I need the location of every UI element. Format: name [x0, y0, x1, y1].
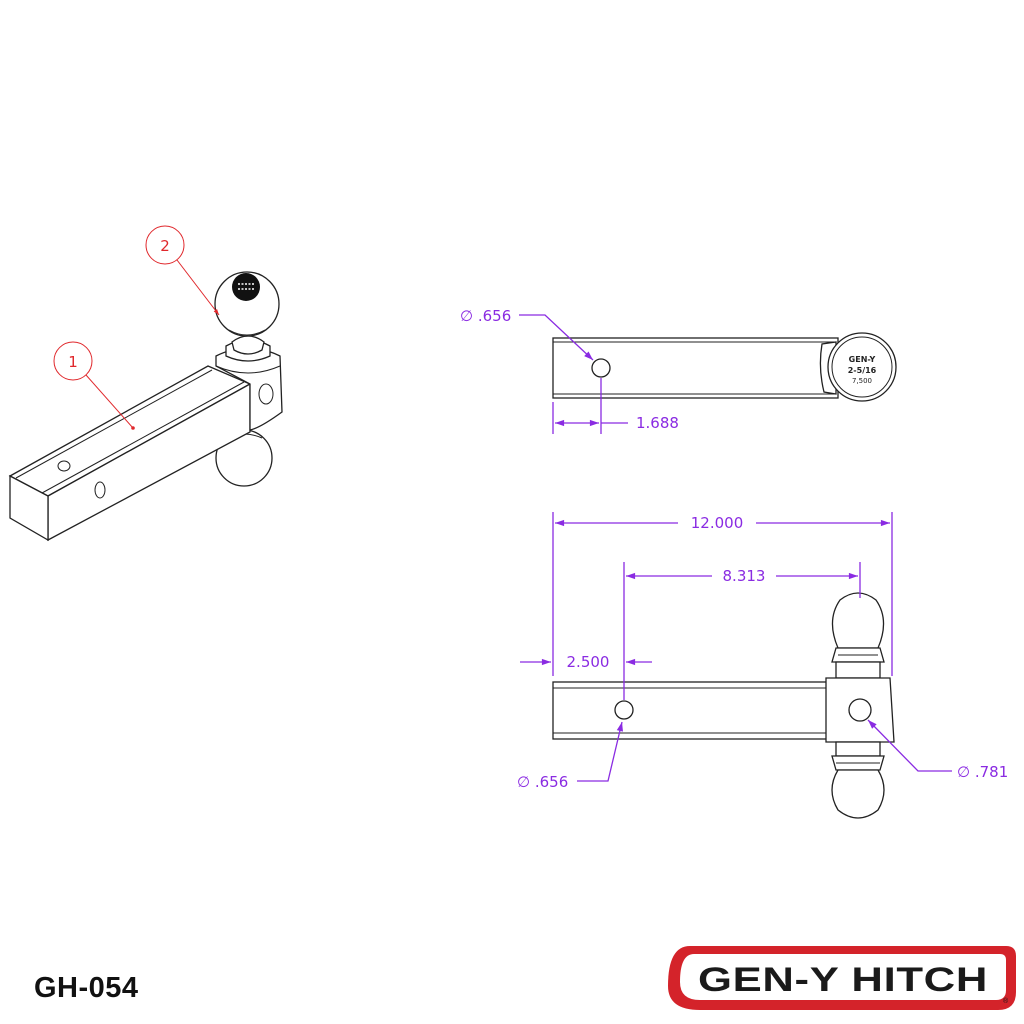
- side-view: 12.000 8.313 2.500 ∅ .656 ∅ .781: [517, 512, 1008, 819]
- svg-text:8.313: 8.313: [723, 567, 766, 585]
- ball-stamp-icon: [232, 273, 260, 301]
- top-ball: [827, 332, 897, 402]
- ball-mount-hole-callout: ∅ .781: [867, 719, 1008, 781]
- svg-text:GEN-Y: GEN-Y: [849, 355, 876, 364]
- svg-text:1: 1: [68, 353, 78, 371]
- part-number: GH-054: [34, 972, 139, 1004]
- pin-to-ball-dimension: 8.313: [623, 562, 861, 700]
- svg-text:12.000: 12.000: [691, 514, 744, 532]
- top-hole-callout: ∅ .656: [460, 307, 594, 361]
- side-upper-ball: [831, 592, 885, 679]
- balloon-1: 1: [53, 341, 135, 430]
- side-receiver-tube: [552, 681, 837, 740]
- svg-text:∅ .656: ∅ .656: [517, 773, 568, 791]
- iso-ball-mount: [214, 271, 283, 431]
- svg-text:∅ .656: ∅ .656: [460, 307, 511, 325]
- svg-text:∅ .781: ∅ .781: [957, 763, 1008, 781]
- svg-text:2-5/16: 2-5/16: [848, 366, 877, 375]
- side-ball-mount-hole: [848, 698, 872, 722]
- top-view: GEN-Y 2-5/16 7,500 ∅ .656 1.688: [460, 307, 897, 434]
- overall-length-dimension: 12.000: [552, 512, 893, 676]
- receiver-pin-offset-dimension: 2.500: [520, 653, 652, 671]
- svg-text:2.500: 2.500: [567, 653, 610, 671]
- receiver-hole-callout: ∅ .656: [517, 721, 623, 791]
- svg-text:2: 2: [160, 237, 170, 255]
- side-lower-ball: [831, 741, 885, 819]
- iso-receiver-tube: [8, 365, 252, 542]
- top-receiver-hole: [591, 358, 611, 378]
- svg-text:7,500: 7,500: [852, 377, 872, 385]
- gen-y-hitch-logo: GEN-Y HITCH ®: [668, 946, 1016, 1010]
- balloon-2: 2: [145, 225, 220, 316]
- side-receiver-hole: [614, 700, 634, 720]
- svg-text:1.688: 1.688: [636, 414, 679, 432]
- svg-text:®: ®: [1003, 997, 1009, 1005]
- top-hole-offset-dimension: 1.688: [552, 378, 679, 434]
- isometric-view: 1 2: [8, 225, 283, 542]
- svg-text:GEN-Y HITCH: GEN-Y HITCH: [698, 961, 988, 999]
- ball-logo-stamp-icon: GEN-Y 2-5/16 7,500: [848, 355, 877, 385]
